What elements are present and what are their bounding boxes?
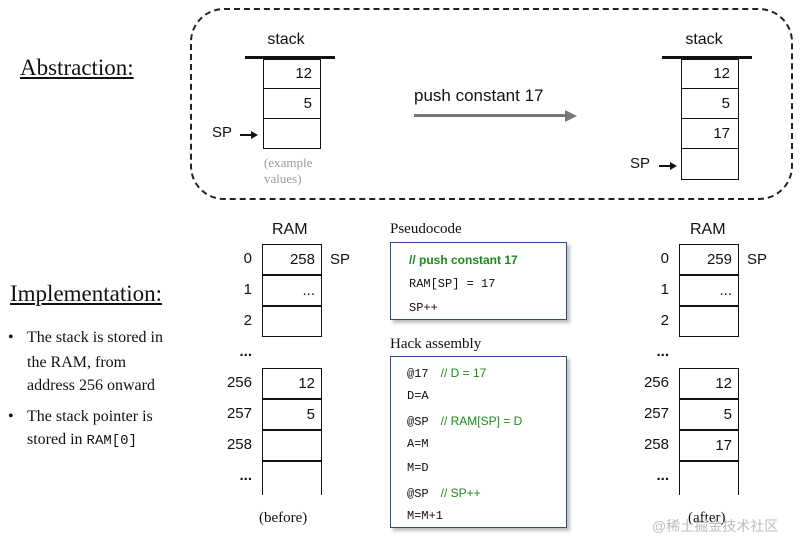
ram-address: 257 bbox=[226, 405, 252, 422]
bullet-marker: • bbox=[8, 408, 14, 425]
hack-title: Hack assembly bbox=[390, 336, 482, 352]
stack-after-cell: 17 bbox=[681, 118, 739, 149]
example-note-line2: values) bbox=[264, 171, 302, 186]
ram-cell: 259 bbox=[679, 244, 739, 275]
transition-arrow-head bbox=[565, 110, 577, 122]
ram-cell bbox=[262, 430, 322, 461]
ram-address: 1 bbox=[243, 281, 252, 298]
stack-after-cell: 5 bbox=[681, 88, 739, 119]
ram-address: 0 bbox=[660, 250, 669, 267]
implementation-label: Implementation: bbox=[10, 281, 163, 306]
ram-address: 0 bbox=[243, 250, 252, 267]
ram-address: 258 bbox=[643, 436, 669, 453]
ram-before-title: RAM bbox=[272, 221, 308, 238]
sp-arrow-after bbox=[659, 165, 671, 167]
ram-address: ... bbox=[656, 467, 669, 484]
hack-line: A=M bbox=[407, 437, 429, 451]
pseudocode-line: SP++ bbox=[409, 301, 438, 315]
stack-after-title: stack bbox=[685, 31, 723, 48]
ram-address: ... bbox=[656, 343, 669, 360]
ram-address: 2 bbox=[243, 312, 252, 329]
ram-after-title: RAM bbox=[690, 221, 726, 238]
ram-cell: 5 bbox=[679, 399, 739, 430]
ram-cell: 17 bbox=[679, 430, 739, 461]
ram-cell bbox=[679, 461, 739, 495]
ram-address: ... bbox=[239, 467, 252, 484]
hack-line: @17// D = 17 bbox=[407, 366, 487, 381]
ram-after-sp-label: SP bbox=[747, 251, 768, 268]
bullet-marker: • bbox=[8, 329, 14, 346]
ram-address: 257 bbox=[643, 405, 669, 422]
sp-arrow-before bbox=[240, 134, 252, 136]
ram-cell: ... bbox=[262, 275, 322, 306]
stack-before-top-bar bbox=[245, 56, 335, 59]
ram-address: 1 bbox=[660, 281, 669, 298]
watermark: @稀土掘金技术社区 bbox=[652, 518, 779, 534]
ram-address: 256 bbox=[226, 374, 252, 391]
hack-line: M=D bbox=[407, 461, 429, 475]
stack-before-cell: 12 bbox=[263, 59, 321, 89]
bullet-2-line1: The stack pointer is bbox=[27, 408, 153, 425]
hack-assembly-box: @17// D = 17 D=A @SP// RAM[SP] = D A=M M… bbox=[390, 356, 567, 528]
ram-cell: ... bbox=[679, 275, 739, 306]
bullet-1-line2: the RAM, from bbox=[27, 354, 127, 371]
ram-address: 2 bbox=[660, 312, 669, 329]
pseudocode-comment: // push constant 17 bbox=[409, 253, 518, 267]
hack-line: M=M+1 bbox=[407, 509, 444, 523]
ram-address: 256 bbox=[643, 374, 669, 391]
stack-before-cell: 5 bbox=[263, 88, 321, 119]
sp-arrow-before-head bbox=[251, 131, 258, 139]
stack-after-cell bbox=[681, 148, 739, 180]
stack-after-top-bar bbox=[662, 56, 752, 59]
bullet-2-text: stored in bbox=[27, 431, 87, 448]
stack-before-title: stack bbox=[267, 31, 305, 48]
bullet-1-line3: address 256 onward bbox=[27, 377, 155, 394]
pseudocode-title: Pseudocode bbox=[390, 221, 462, 237]
stack-after-cell: 12 bbox=[681, 59, 739, 89]
transition-arrow bbox=[414, 114, 566, 117]
abstraction-dashed-frame bbox=[190, 8, 793, 200]
example-note-line1: (example bbox=[264, 155, 313, 170]
pseudocode-line: RAM[SP] = 17 bbox=[409, 277, 496, 291]
bullet-2-line2: stored in RAM[0] bbox=[27, 429, 137, 452]
ram-cell bbox=[262, 461, 322, 495]
ram-cell: 12 bbox=[262, 368, 322, 399]
ram0-code: RAM[0] bbox=[86, 433, 137, 449]
pseudocode-box: // push constant 17 RAM[SP] = 17 SP++ bbox=[390, 242, 567, 320]
hack-line: @SP// RAM[SP] = D bbox=[407, 414, 523, 429]
ram-after-caption: (after) bbox=[688, 510, 726, 526]
ram-address: 258 bbox=[226, 436, 252, 453]
ram-address: ... bbox=[239, 343, 252, 360]
ram-cell bbox=[679, 306, 739, 337]
stack-before-cell bbox=[263, 118, 321, 149]
ram-before-sp-label: SP bbox=[330, 251, 351, 268]
ram-cell: 12 bbox=[679, 368, 739, 399]
ram-cell: 258 bbox=[262, 244, 322, 275]
sp-label-after: SP bbox=[630, 155, 651, 172]
bullet-1-line1: The stack is stored in bbox=[27, 329, 163, 346]
ram-before-caption: (before) bbox=[259, 510, 308, 526]
hack-line: D=A bbox=[407, 389, 429, 403]
sp-label-before: SP bbox=[212, 124, 233, 141]
abstraction-label: Abstraction: bbox=[20, 55, 134, 80]
sp-arrow-after-head bbox=[670, 162, 677, 170]
push-command-label: push constant 17 bbox=[414, 86, 544, 105]
ram-cell: 5 bbox=[262, 399, 322, 430]
ram-cell bbox=[262, 306, 322, 337]
hack-line: @SP// SP++ bbox=[407, 486, 481, 501]
